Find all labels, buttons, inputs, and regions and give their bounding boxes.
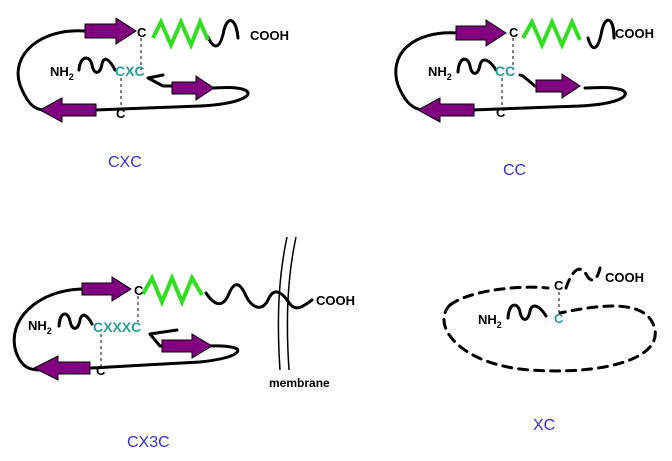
c-terminus-label: COOH	[605, 270, 644, 285]
n-terminus-wiggle	[57, 312, 94, 330]
nh-text: NH	[478, 312, 497, 327]
beta-strand-arrow	[84, 17, 137, 45]
nh-subscript: 2	[69, 72, 74, 82]
cysteine-bottom-label: C	[496, 105, 506, 120]
alpha-helix	[141, 272, 204, 308]
c-terminus-label: COOH	[250, 28, 289, 43]
n-terminus-wiggle	[77, 56, 117, 74]
beta-strand-arrow	[81, 276, 132, 302]
c-terminus-label: COOH	[316, 293, 355, 308]
panel-xc: C C NH2 COOH XC	[442, 266, 657, 434]
cysteine-top-label: C	[134, 283, 144, 298]
panel-caption: CC	[503, 162, 526, 179]
nh-subscript: 2	[497, 320, 502, 330]
backbone-zig	[146, 73, 174, 88]
cysteine-top-label: C	[137, 25, 147, 40]
c-terminus-label: COOH	[615, 26, 654, 41]
alpha-helix	[151, 16, 210, 51]
c-terminus-tail-dashed	[564, 266, 602, 290]
panel-caption: CX3C	[127, 434, 170, 451]
panel-caption: XC	[533, 417, 555, 434]
membrane-line	[286, 236, 297, 371]
n-terminus-label: NH2	[428, 64, 452, 82]
panel-cxc: C CXC C NH2 COOH CXC	[16, 16, 289, 171]
cx3c-motif-label: CXXXC	[93, 319, 141, 335]
panel-cx3c: C CXXXC C NH2 COOH membrane CX3C	[12, 236, 355, 451]
backbone-bottom	[90, 344, 240, 370]
nh-subscript: 2	[447, 72, 452, 82]
backbone-outline-dashed	[442, 303, 657, 373]
backbone-bottom	[470, 86, 627, 112]
n-terminus-label: NH2	[28, 318, 52, 336]
membrane-label: membrane	[269, 376, 330, 390]
n-terminus-wiggle	[506, 303, 548, 321]
nh-text: NH	[428, 64, 447, 79]
cysteine-top-label: C	[509, 25, 519, 40]
cc-motif-label: CC	[495, 63, 515, 79]
backbone-loop	[12, 287, 84, 372]
backbone-outline-dashed	[448, 285, 550, 307]
alpha-helix	[521, 16, 582, 51]
beta-strand-arrow	[416, 97, 475, 123]
panel-caption: CXC	[108, 154, 142, 171]
membrane-line	[277, 236, 288, 371]
backbone-bottom	[93, 86, 250, 112]
nh-subscript: 2	[47, 326, 52, 336]
cysteine-motif-label: C	[554, 311, 564, 326]
c-terminus-tail	[586, 18, 616, 49]
cysteine-bottom-label: C	[116, 106, 126, 121]
beta-strand-arrow	[455, 19, 507, 47]
backbone-loop	[394, 31, 460, 112]
beta-strand-arrow	[161, 333, 213, 359]
n-terminus-label: NH2	[478, 312, 502, 330]
c-terminus-tail	[204, 283, 314, 310]
beta-strand-arrow	[171, 75, 215, 101]
c-terminus-tail	[206, 19, 240, 48]
beta-strand-arrow	[535, 73, 581, 99]
cysteine-top-label: C	[554, 278, 564, 293]
backbone-loop	[16, 29, 87, 112]
cxc-motif-label: CXC	[115, 63, 145, 79]
beta-strand-arrow	[32, 355, 91, 381]
beta-strand-arrow	[38, 97, 97, 123]
nh-text: NH	[50, 64, 69, 79]
n-terminus-wiggle	[456, 57, 498, 75]
panel-cc: C CC C NH2 COOH CC	[394, 16, 654, 179]
cysteine-bottom-label: C	[96, 363, 106, 378]
nh-text: NH	[28, 318, 47, 333]
n-terminus-label: NH2	[50, 64, 74, 82]
